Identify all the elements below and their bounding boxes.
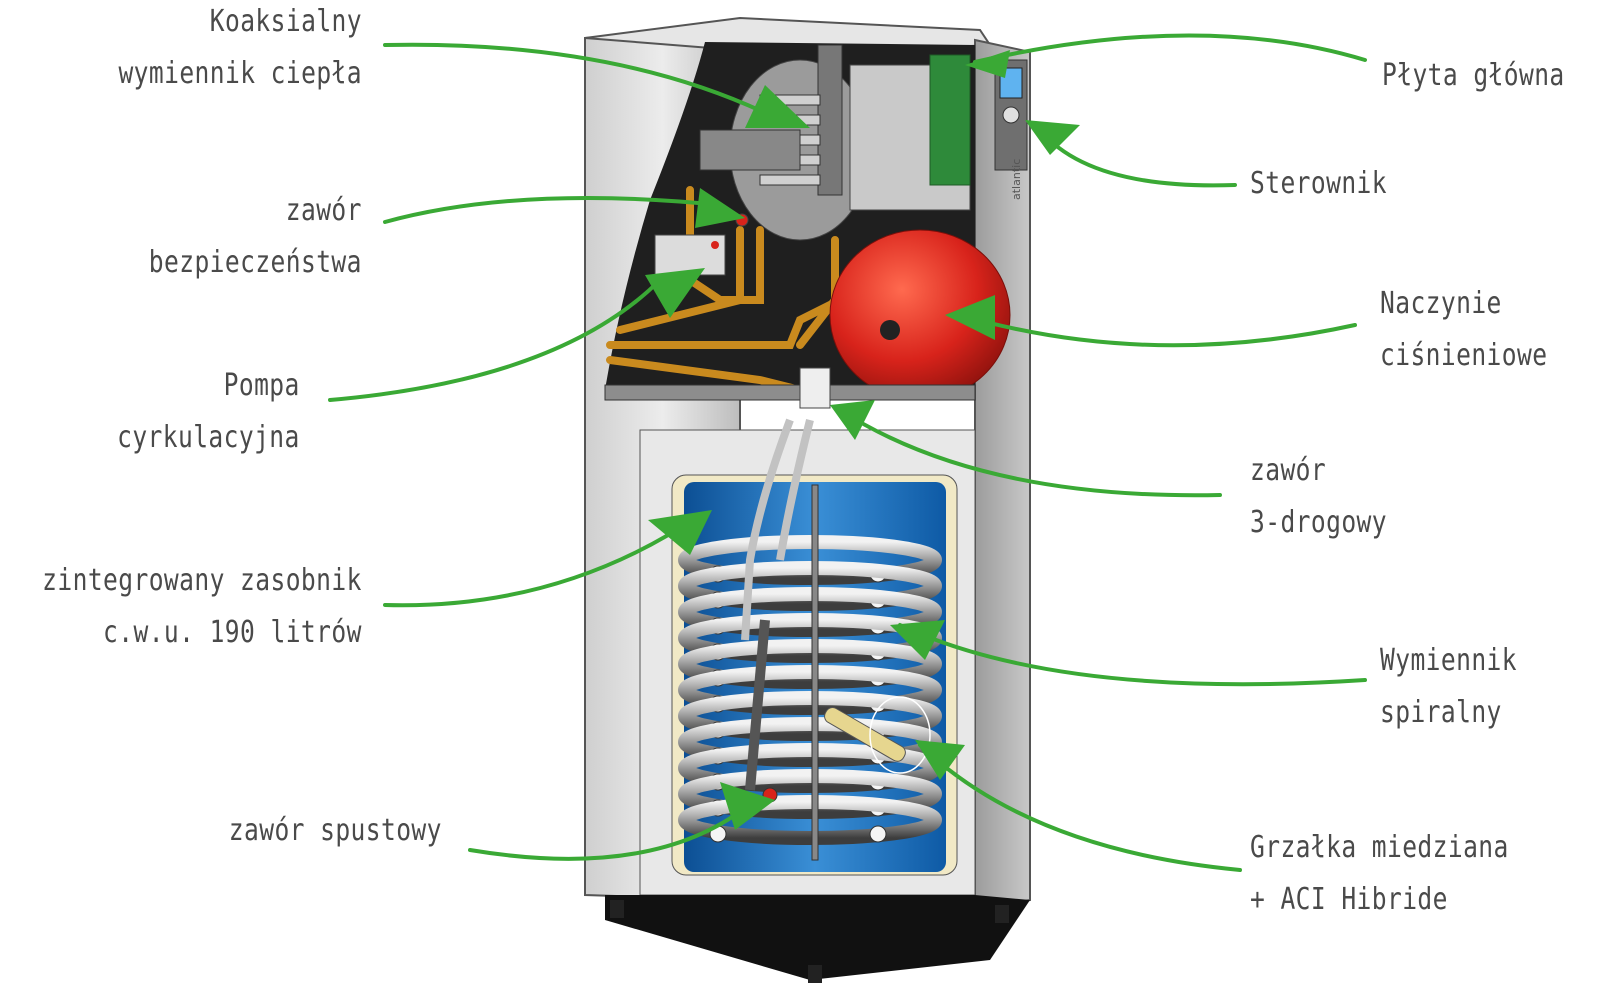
arrow-line-pompa [328, 278, 662, 402]
foot-right [995, 905, 1009, 923]
label-sterownik: Sterownik [1250, 158, 1387, 210]
arrow-line-zasobnik [383, 513, 702, 608]
label-zawor-3-line1: zawór [1250, 453, 1327, 488]
arrowhead-grzalka [915, 740, 965, 780]
coil-turn [678, 691, 942, 741]
coil-turn [678, 795, 942, 845]
label-zasobnik-line2: c.w.u. 190 litrów [103, 615, 362, 650]
arrow-line-zawor-3 [838, 408, 1222, 498]
label-zawor-spustowy-line1: zawór spustowy [228, 813, 442, 848]
arrow-line-grzalka [918, 743, 1242, 872]
arrowhead-naczynie [945, 295, 995, 340]
label-zawor-bezpieczenstwa-line1: zawór [285, 193, 362, 228]
foot-left [610, 900, 624, 918]
heat-pump-unit: atlantic [584, 16, 1031, 983]
controller-screen [999, 67, 1023, 99]
expansion-vessel-port [880, 320, 900, 340]
pump-indicator [711, 241, 719, 249]
flex-hose-2 [776, 419, 814, 561]
coil-turn [678, 587, 942, 637]
coil-turn [678, 769, 942, 819]
arrowhead-zawor-bezpieczenstwa [695, 188, 745, 228]
divider-shelf [604, 384, 976, 401]
unit-base [605, 895, 1030, 980]
arrowhead-wymiennik-spiralny [890, 620, 945, 660]
label-zawor-spustowy: zawór spustowy [229, 805, 442, 857]
coil-turn [678, 535, 942, 585]
arrowhead-sterownik [1025, 120, 1080, 155]
label-koaksialny-line1: Koaksialny [209, 4, 362, 39]
coil-turn [678, 639, 942, 689]
foot-mid [808, 965, 822, 983]
label-plyta: Płyta główna [1382, 50, 1565, 102]
label-pompa-line2: cyrkulacyjna [117, 420, 300, 455]
circulation-pump [654, 234, 726, 276]
arrowhead-pompa [645, 268, 705, 318]
label-koaksialny-line2: wymiennik ciepła [118, 56, 362, 91]
coaxial-exchanger-spring [817, 44, 843, 196]
label-zawor-bezpieczenstwa: zawór bezpieczeństwa [149, 185, 362, 289]
arrow-line-naczynie [958, 313, 1357, 348]
callout-arrowheads [645, 50, 1080, 830]
label-naczynie-line2: ciśnieniowe [1380, 338, 1548, 373]
arrowhead-zasobnik [648, 510, 712, 555]
label-grzalka-line2: + ACI Hibride [1250, 882, 1448, 917]
label-zawor-3-line2: 3-drogowy [1250, 505, 1387, 540]
arrow-line-sterownik [1038, 128, 1237, 188]
anode-rod [811, 484, 819, 861]
coil-turn [678, 665, 942, 715]
arrowhead-koaksialny [745, 85, 810, 128]
label-naczynie: Naczynie ciśnieniowe [1380, 278, 1547, 382]
label-grzalka: Grzałka miedziana + ACI Hibride [1250, 822, 1509, 926]
label-naczynie-line1: Naczynie [1380, 286, 1502, 321]
flex-hose [741, 418, 794, 641]
arrow-line-zawor-bezpieczenstwa [383, 196, 722, 224]
arrowhead-zawor-spustowy [720, 782, 775, 830]
copper-heater [824, 707, 906, 762]
controller-knob [1002, 106, 1020, 124]
arrowhead-zawor-3 [830, 400, 875, 440]
three-way-valve [799, 367, 831, 409]
label-grzalka-line1: Grzałka miedziana [1250, 830, 1509, 865]
label-wymiennik-spiralny: Wymiennik spiralny [1380, 635, 1517, 739]
heater-highlight-ring [869, 696, 931, 774]
label-zasobnik-line1: zintegrowany zasobnik [42, 563, 362, 598]
label-koaksialny: Koaksialny wymiennik ciepła [118, 0, 362, 100]
brand-mark: atlantic [1010, 159, 1023, 200]
coil-turn [678, 561, 942, 611]
callout-arrows [328, 33, 1367, 872]
arrow-line-zawor-spustowy [468, 806, 747, 861]
label-zawor-3: zawór 3-drogowy [1250, 445, 1387, 549]
arrowhead-plyta [965, 50, 1010, 78]
label-wymiennik-spiralny-line1: Wymiennik [1380, 643, 1517, 678]
coil-section-right [869, 825, 887, 843]
arrow-line-wymiennik-spiralny [898, 623, 1367, 687]
arrow-line-plyta [973, 33, 1367, 64]
main-board [929, 54, 971, 186]
label-pompa-line1: Pompa [223, 368, 300, 403]
label-sterownik-line1: Sterownik [1250, 166, 1387, 201]
arrow-line-koaksialny [383, 42, 782, 122]
label-pompa: Pompa cyrkulacyjna [117, 360, 300, 464]
label-plyta-line1: Płyta główna [1382, 58, 1565, 93]
label-wymiennik-spiralny-line2: spiralny [1380, 695, 1502, 730]
label-zawor-bezpieczenstwa-line2: bezpieczeństwa [148, 245, 362, 280]
drain-pipe [745, 619, 770, 791]
mounting-bracket [699, 129, 801, 171]
label-zasobnik: zintegrowany zasobnik c.w.u. 190 litrów [42, 555, 362, 659]
